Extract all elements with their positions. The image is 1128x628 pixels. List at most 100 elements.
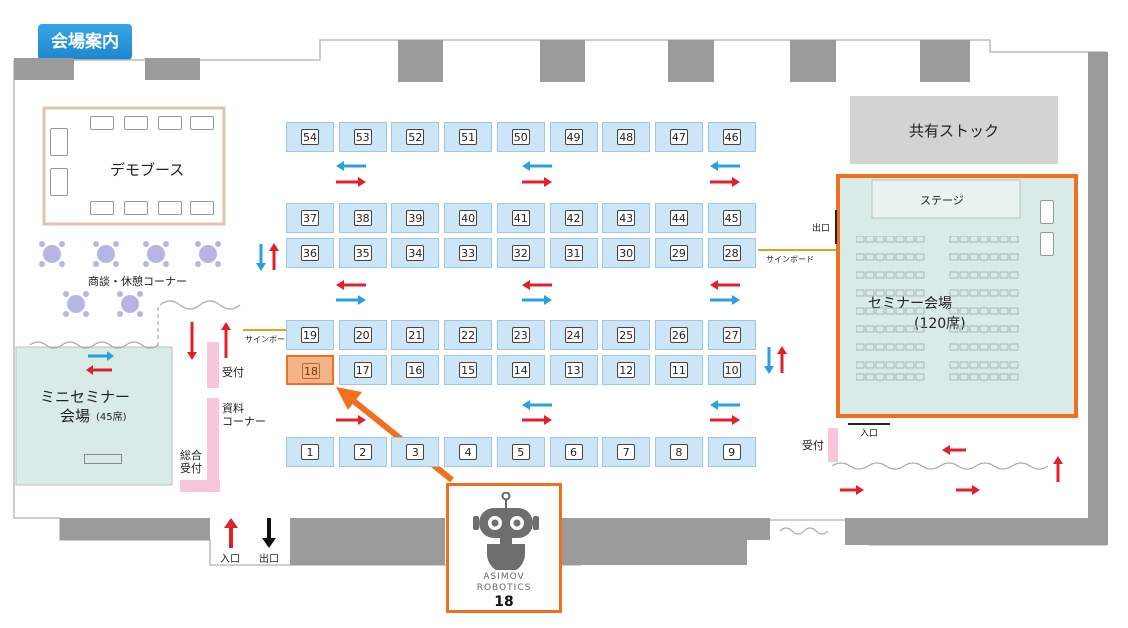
- booth-34[interactable]: 34: [391, 238, 440, 268]
- booth-14[interactable]: 14: [496, 355, 545, 385]
- booth-49[interactable]: 49: [549, 122, 598, 152]
- mini-seminar-label-2: 会場: [60, 407, 91, 425]
- booth-31[interactable]: 31: [549, 238, 598, 268]
- booth-4[interactable]: 4: [444, 437, 493, 467]
- booth-number: 17: [353, 362, 372, 378]
- booth-39[interactable]: 39: [391, 203, 440, 233]
- booth-number: 24: [564, 327, 583, 343]
- booth-33[interactable]: 33: [444, 238, 493, 268]
- stage-label: ステージ: [920, 194, 964, 207]
- booth-number: 12: [617, 362, 636, 378]
- shared-stock-label: 共有ストック: [908, 122, 999, 140]
- booth-17[interactable]: 17: [338, 355, 387, 385]
- booth-number: 42: [564, 210, 583, 226]
- booth-37[interactable]: 37: [286, 203, 334, 233]
- booth-number: 53: [353, 129, 372, 145]
- booth-number: 50: [511, 129, 530, 145]
- booth-29[interactable]: 29: [654, 238, 703, 268]
- booth-25[interactable]: 25: [602, 320, 651, 350]
- booth-13[interactable]: 13: [549, 355, 598, 385]
- booth-9[interactable]: 9: [707, 437, 756, 467]
- booth-30[interactable]: 30: [602, 238, 651, 268]
- booth-24[interactable]: 24: [549, 320, 598, 350]
- booth-28[interactable]: 28: [707, 238, 756, 268]
- booth-12[interactable]: 12: [602, 355, 651, 385]
- booth-26[interactable]: 26: [654, 320, 703, 350]
- booth-50[interactable]: 50: [496, 122, 545, 152]
- exhibitor-callout[interactable]: ASIMOV ROBOTICS 18: [446, 483, 562, 613]
- booth-6[interactable]: 6: [549, 437, 598, 467]
- booth-11[interactable]: 11: [654, 355, 703, 385]
- booth-20[interactable]: 20: [338, 320, 387, 350]
- booth-46[interactable]: 46: [707, 122, 756, 152]
- booth-number: 29: [669, 245, 688, 261]
- booth-number: 8: [669, 444, 688, 460]
- flow-arrows-right: [764, 346, 787, 374]
- signboard-left-label: サインボード: [245, 335, 293, 344]
- booth-number: 32: [511, 245, 530, 261]
- booth-22[interactable]: 22: [444, 320, 493, 350]
- booth-number: 48: [617, 129, 636, 145]
- booth-number: 26: [669, 327, 688, 343]
- booth-47[interactable]: 47: [654, 122, 703, 152]
- materials-rack: [207, 398, 219, 486]
- booth-27[interactable]: 27: [707, 320, 756, 350]
- reception-label: 受付: [222, 366, 244, 379]
- booth-52[interactable]: 52: [391, 122, 440, 152]
- booth-18[interactable]: 18: [286, 355, 334, 385]
- booth-7[interactable]: 7: [602, 437, 651, 467]
- booth-number: 35: [353, 245, 372, 261]
- booth-16[interactable]: 16: [391, 355, 440, 385]
- booth-40[interactable]: 40: [444, 203, 493, 233]
- general-reception-desk: [180, 480, 220, 492]
- seminar-entrance-label: 入口: [860, 429, 879, 439]
- booth-number: 40: [459, 210, 478, 226]
- booth-number: 36: [301, 245, 319, 261]
- booth-number: 51: [459, 129, 478, 145]
- page-title: 会場案内: [38, 24, 132, 60]
- booth-41[interactable]: 41: [496, 203, 545, 233]
- booth-number: 45: [722, 210, 741, 226]
- booth-5[interactable]: 5: [496, 437, 545, 467]
- booth-43[interactable]: 43: [602, 203, 651, 233]
- callout-booth-number: 18: [494, 594, 514, 610]
- booth-number: 9: [722, 444, 741, 460]
- main-entry-exit-arrows: [224, 518, 276, 548]
- booth-19[interactable]: 19: [286, 320, 334, 350]
- booth-8[interactable]: 8: [654, 437, 703, 467]
- seminar-hall-seats: (120席): [914, 316, 966, 332]
- booth-number: 38: [353, 210, 372, 226]
- booth-number: 13: [564, 362, 583, 378]
- booth-number: 19: [301, 327, 319, 343]
- booth-45[interactable]: 45: [707, 203, 756, 233]
- booth-1[interactable]: 1: [286, 437, 334, 467]
- booth-3[interactable]: 3: [391, 437, 440, 467]
- booth-23[interactable]: 23: [496, 320, 545, 350]
- booth-53[interactable]: 53: [338, 122, 387, 152]
- seminar-reception-desk: [828, 428, 838, 462]
- booth-32[interactable]: 32: [496, 238, 545, 268]
- booth-42[interactable]: 42: [549, 203, 598, 233]
- booth-38[interactable]: 38: [338, 203, 387, 233]
- booth-number: 4: [459, 444, 478, 460]
- flow-arrows-col: [256, 243, 279, 271]
- booth-number: 20: [353, 327, 372, 343]
- booth-number: 18: [302, 363, 320, 379]
- booth-number: 6: [564, 444, 583, 460]
- booth-10[interactable]: 10: [707, 355, 756, 385]
- booth-54[interactable]: 54: [286, 122, 334, 152]
- booth-48[interactable]: 48: [602, 122, 651, 152]
- booth-number: 10: [722, 362, 741, 378]
- demo-tables-left: [50, 128, 72, 200]
- booth-number: 3: [406, 444, 425, 460]
- booth-number: 54: [301, 129, 319, 145]
- booth-21[interactable]: 21: [391, 320, 440, 350]
- booth-35[interactable]: 35: [338, 238, 387, 268]
- booth-36[interactable]: 36: [286, 238, 334, 268]
- booth-15[interactable]: 15: [444, 355, 493, 385]
- booth-44[interactable]: 44: [654, 203, 703, 233]
- mini-seminar-seats: (45席): [96, 412, 127, 423]
- booth-2[interactable]: 2: [338, 437, 387, 467]
- booth-51[interactable]: 51: [444, 122, 493, 152]
